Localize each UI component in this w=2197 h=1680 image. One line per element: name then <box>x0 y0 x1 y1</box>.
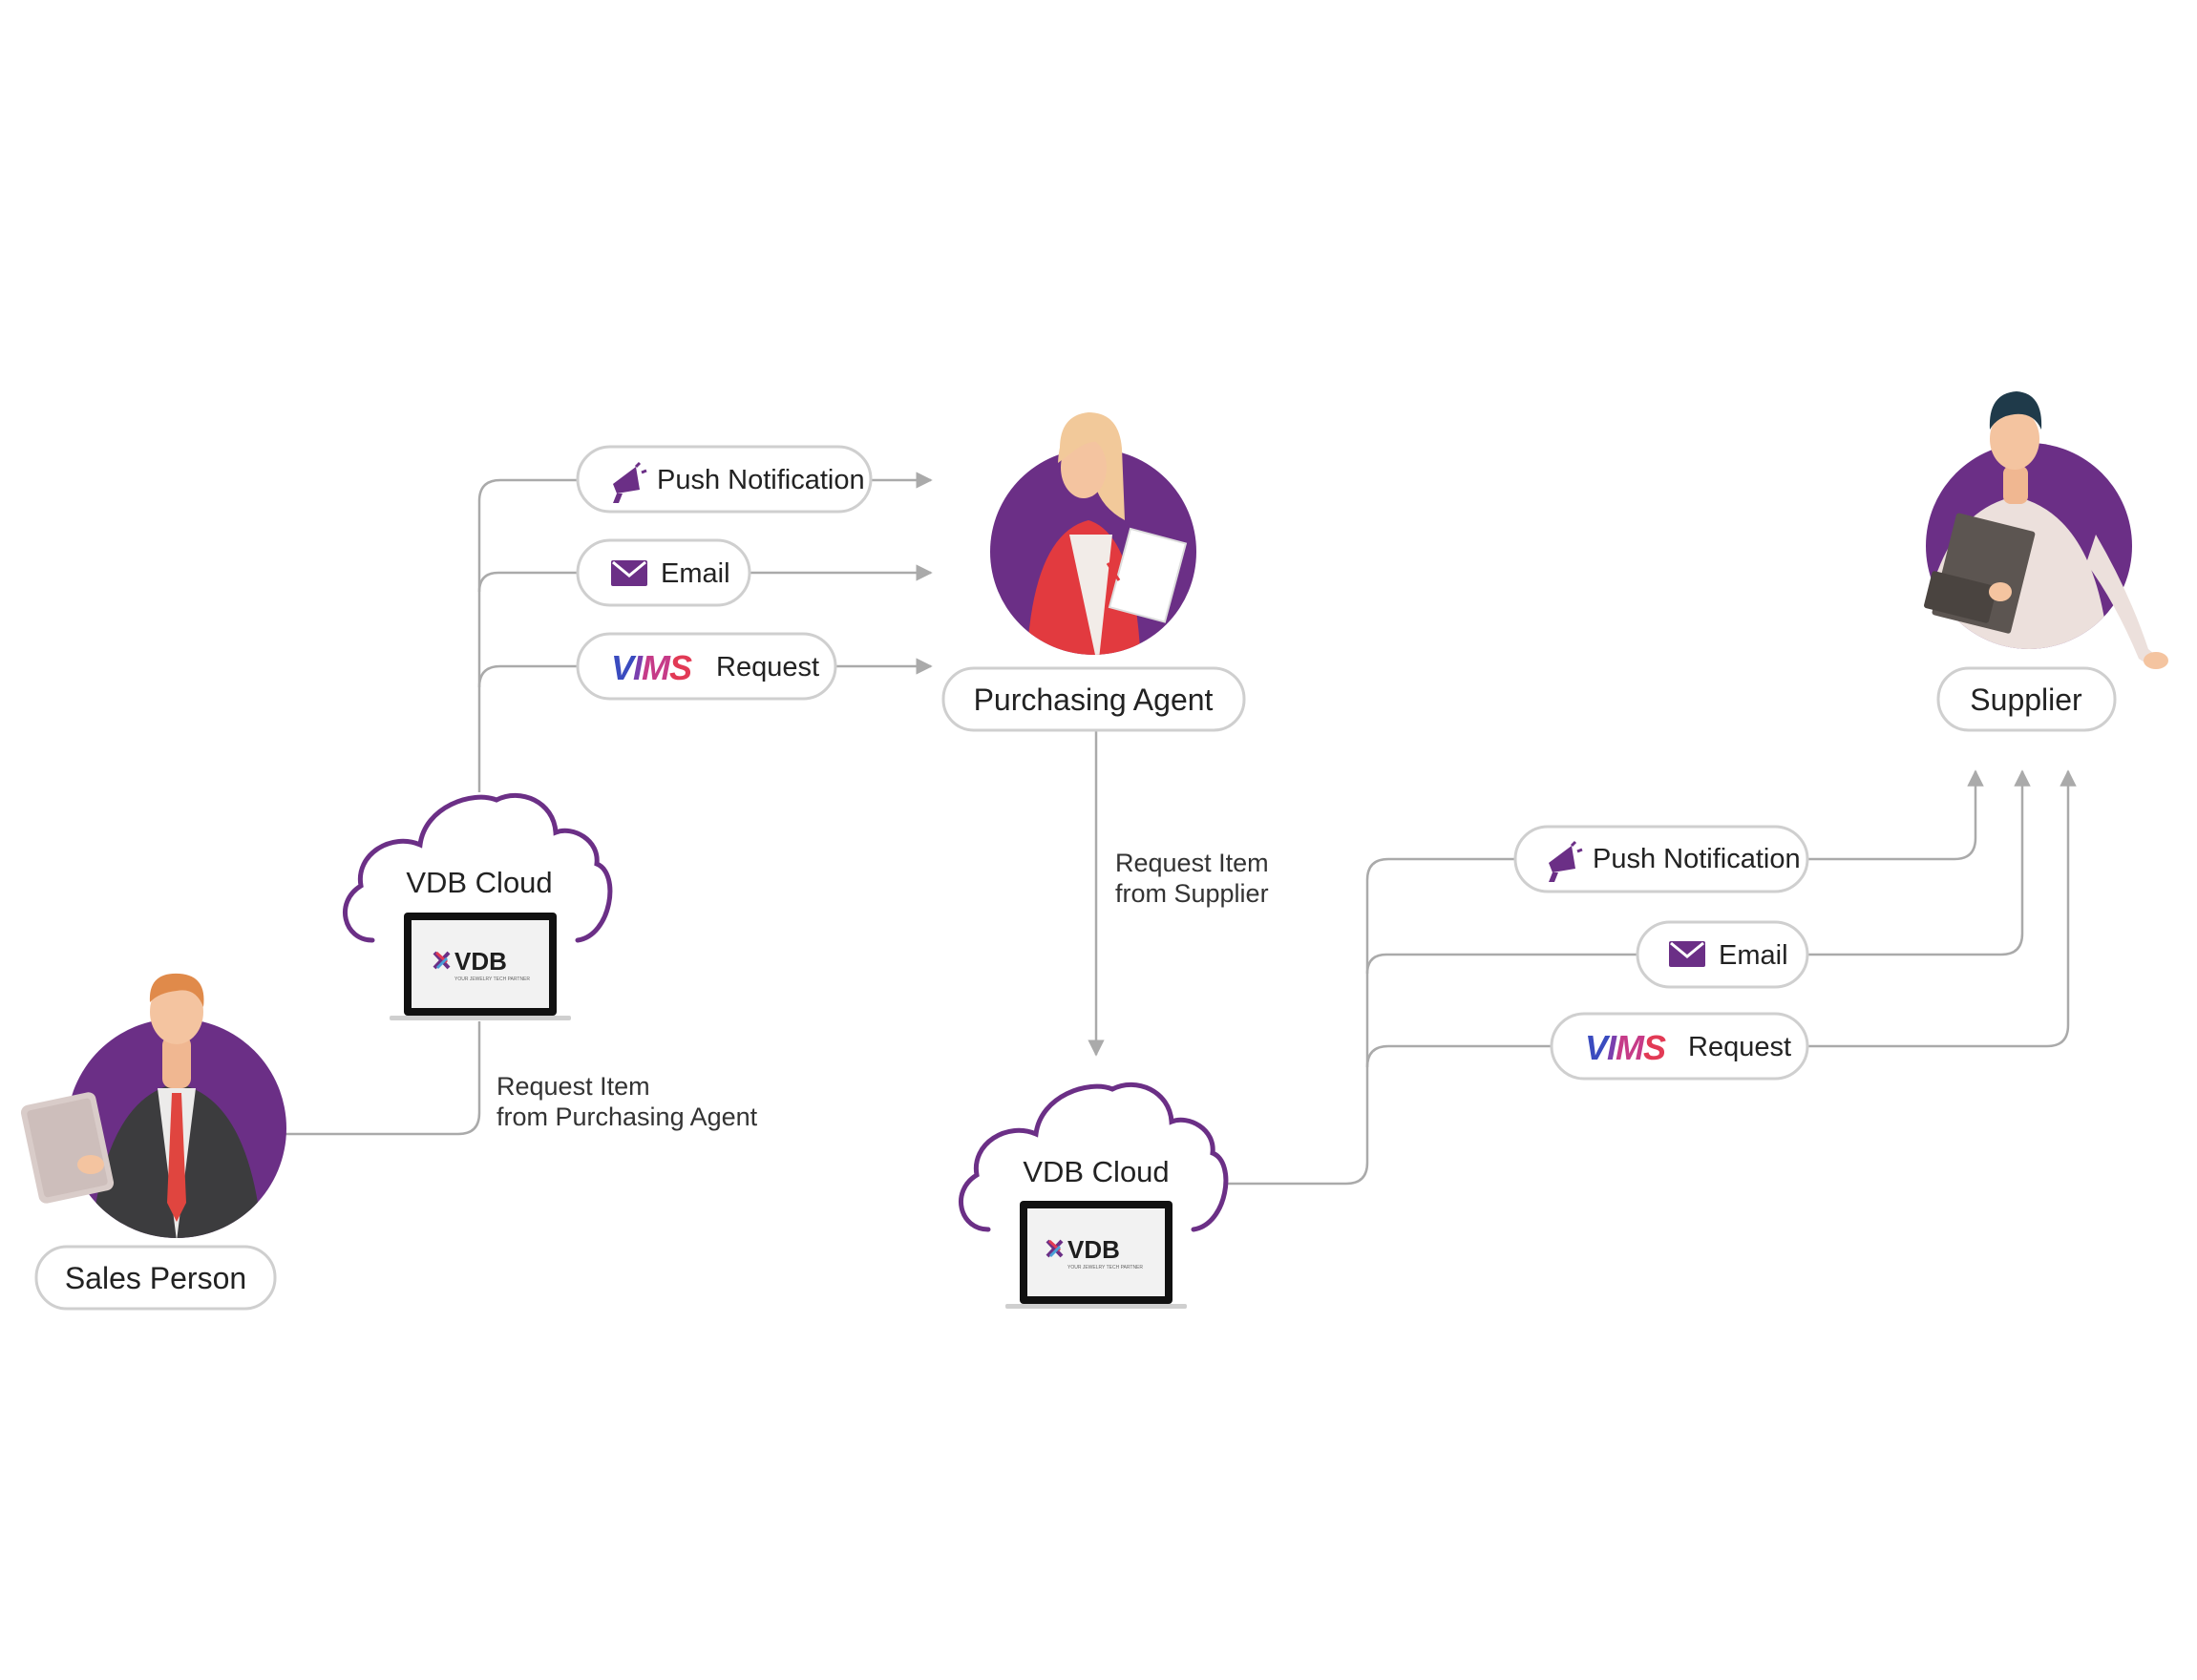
vims-request-label: Request <box>716 652 819 682</box>
vims-logo-s: S <box>669 648 692 687</box>
sales-person-pill: Sales Person <box>34 1245 277 1311</box>
connector-cloud-trunk <box>477 478 578 792</box>
sales-person-avatar <box>20 973 286 1238</box>
connector-branch-email-2 <box>1365 953 1637 975</box>
connector-sales-to-cloud <box>258 1021 481 1136</box>
pill-push-notification-supplier: Push Notification <box>1513 825 1809 893</box>
supplier-label: Supplier <box>1970 682 2082 717</box>
email-label-2: Email <box>1719 940 1788 971</box>
vdb-cloud-left-label: VDB Cloud <box>406 866 552 899</box>
purchasing-agent-label: Purchasing Agent <box>974 682 1214 717</box>
vdb-logo-bottom: VDB <box>1067 1235 1120 1264</box>
vdb-cloud-bottom-label: VDB Cloud <box>1023 1155 1169 1188</box>
vims-logo-2-s: S <box>1643 1028 1666 1067</box>
vdb-laptop-bottom: VDB YOUR JEWELRY TECH PARTNER <box>1005 1201 1187 1309</box>
vdb-laptop-left: VDB YOUR JEWELRY TECH PARTNER <box>390 913 571 1020</box>
connector-bottom-cloud-out <box>1211 857 1515 1186</box>
vims-logo-i: I <box>633 648 644 687</box>
supplier-avatar <box>1924 391 2168 669</box>
push-notification-label-2: Push Notification <box>1593 844 1801 874</box>
vims-logo-2: VIMS <box>1585 1028 1666 1067</box>
megaphone-icon-supplier <box>1549 840 1583 882</box>
arrow-push-to-supplier <box>1807 769 1984 861</box>
vdb-cloud-bottom: VDB Cloud VDB YOUR JEWELRY TECH PARTNER <box>959 1082 1229 1309</box>
note-sales-line1: Request Item <box>496 1072 650 1101</box>
pill-email-supplier: Email <box>1636 920 1809 989</box>
envelope-icon <box>611 560 647 586</box>
envelope-icon-supplier <box>1669 941 1705 967</box>
vdb-tagline-bottom: YOUR JEWELRY TECH PARTNER <box>1067 1265 1143 1270</box>
vdb-x-icon <box>433 951 451 970</box>
purchasing-agent-avatar <box>990 412 1196 655</box>
vdb-tagline-left: YOUR JEWELRY TECH PARTNER <box>454 976 530 982</box>
arrow-vims-to-supplier <box>1807 769 2077 1048</box>
email-label: Email <box>661 558 730 589</box>
purchasing-agent-pill: Purchasing Agent <box>941 666 1246 732</box>
megaphone-icon <box>613 461 647 503</box>
vdb-x-icon-bottom <box>1046 1239 1064 1258</box>
push-notification-label: Push Notification <box>657 465 865 495</box>
pill-vims-request-agent: VIMS Request <box>576 632 837 701</box>
vdb-cloud-left: VDB Cloud VDB YOUR JEWELRY TECH PARTNER <box>343 792 613 1020</box>
pill-push-notification-agent: Push Notification <box>576 445 873 514</box>
pill-vims-request-supplier: VIMS Request <box>1550 1012 1809 1081</box>
pill-email-agent: Email <box>576 538 751 607</box>
note-agent-line2: from Supplier <box>1115 879 1269 908</box>
note-agent-line1: Request Item <box>1115 849 1269 877</box>
vims-request-label-2: Request <box>1688 1032 1791 1062</box>
arrow-email-to-supplier <box>1807 769 2031 956</box>
connector-branch-email <box>477 571 578 593</box>
vims-logo: VIMS <box>611 648 692 687</box>
vdb-logo-left: VDB <box>454 947 507 976</box>
sales-person-label: Sales Person <box>65 1261 246 1295</box>
vims-logo-2-i: I <box>1607 1028 1617 1067</box>
connectors <box>258 472 2077 1186</box>
connector-branch-vims <box>477 664 578 688</box>
supplier-pill: Supplier <box>1936 666 2117 732</box>
connector-branch-vims-2 <box>1365 1044 1552 1068</box>
note-sales-line2: from Purchasing Agent <box>496 1102 758 1131</box>
vims-logo-m: M <box>642 648 671 687</box>
vims-logo-2-m: M <box>1616 1028 1645 1067</box>
